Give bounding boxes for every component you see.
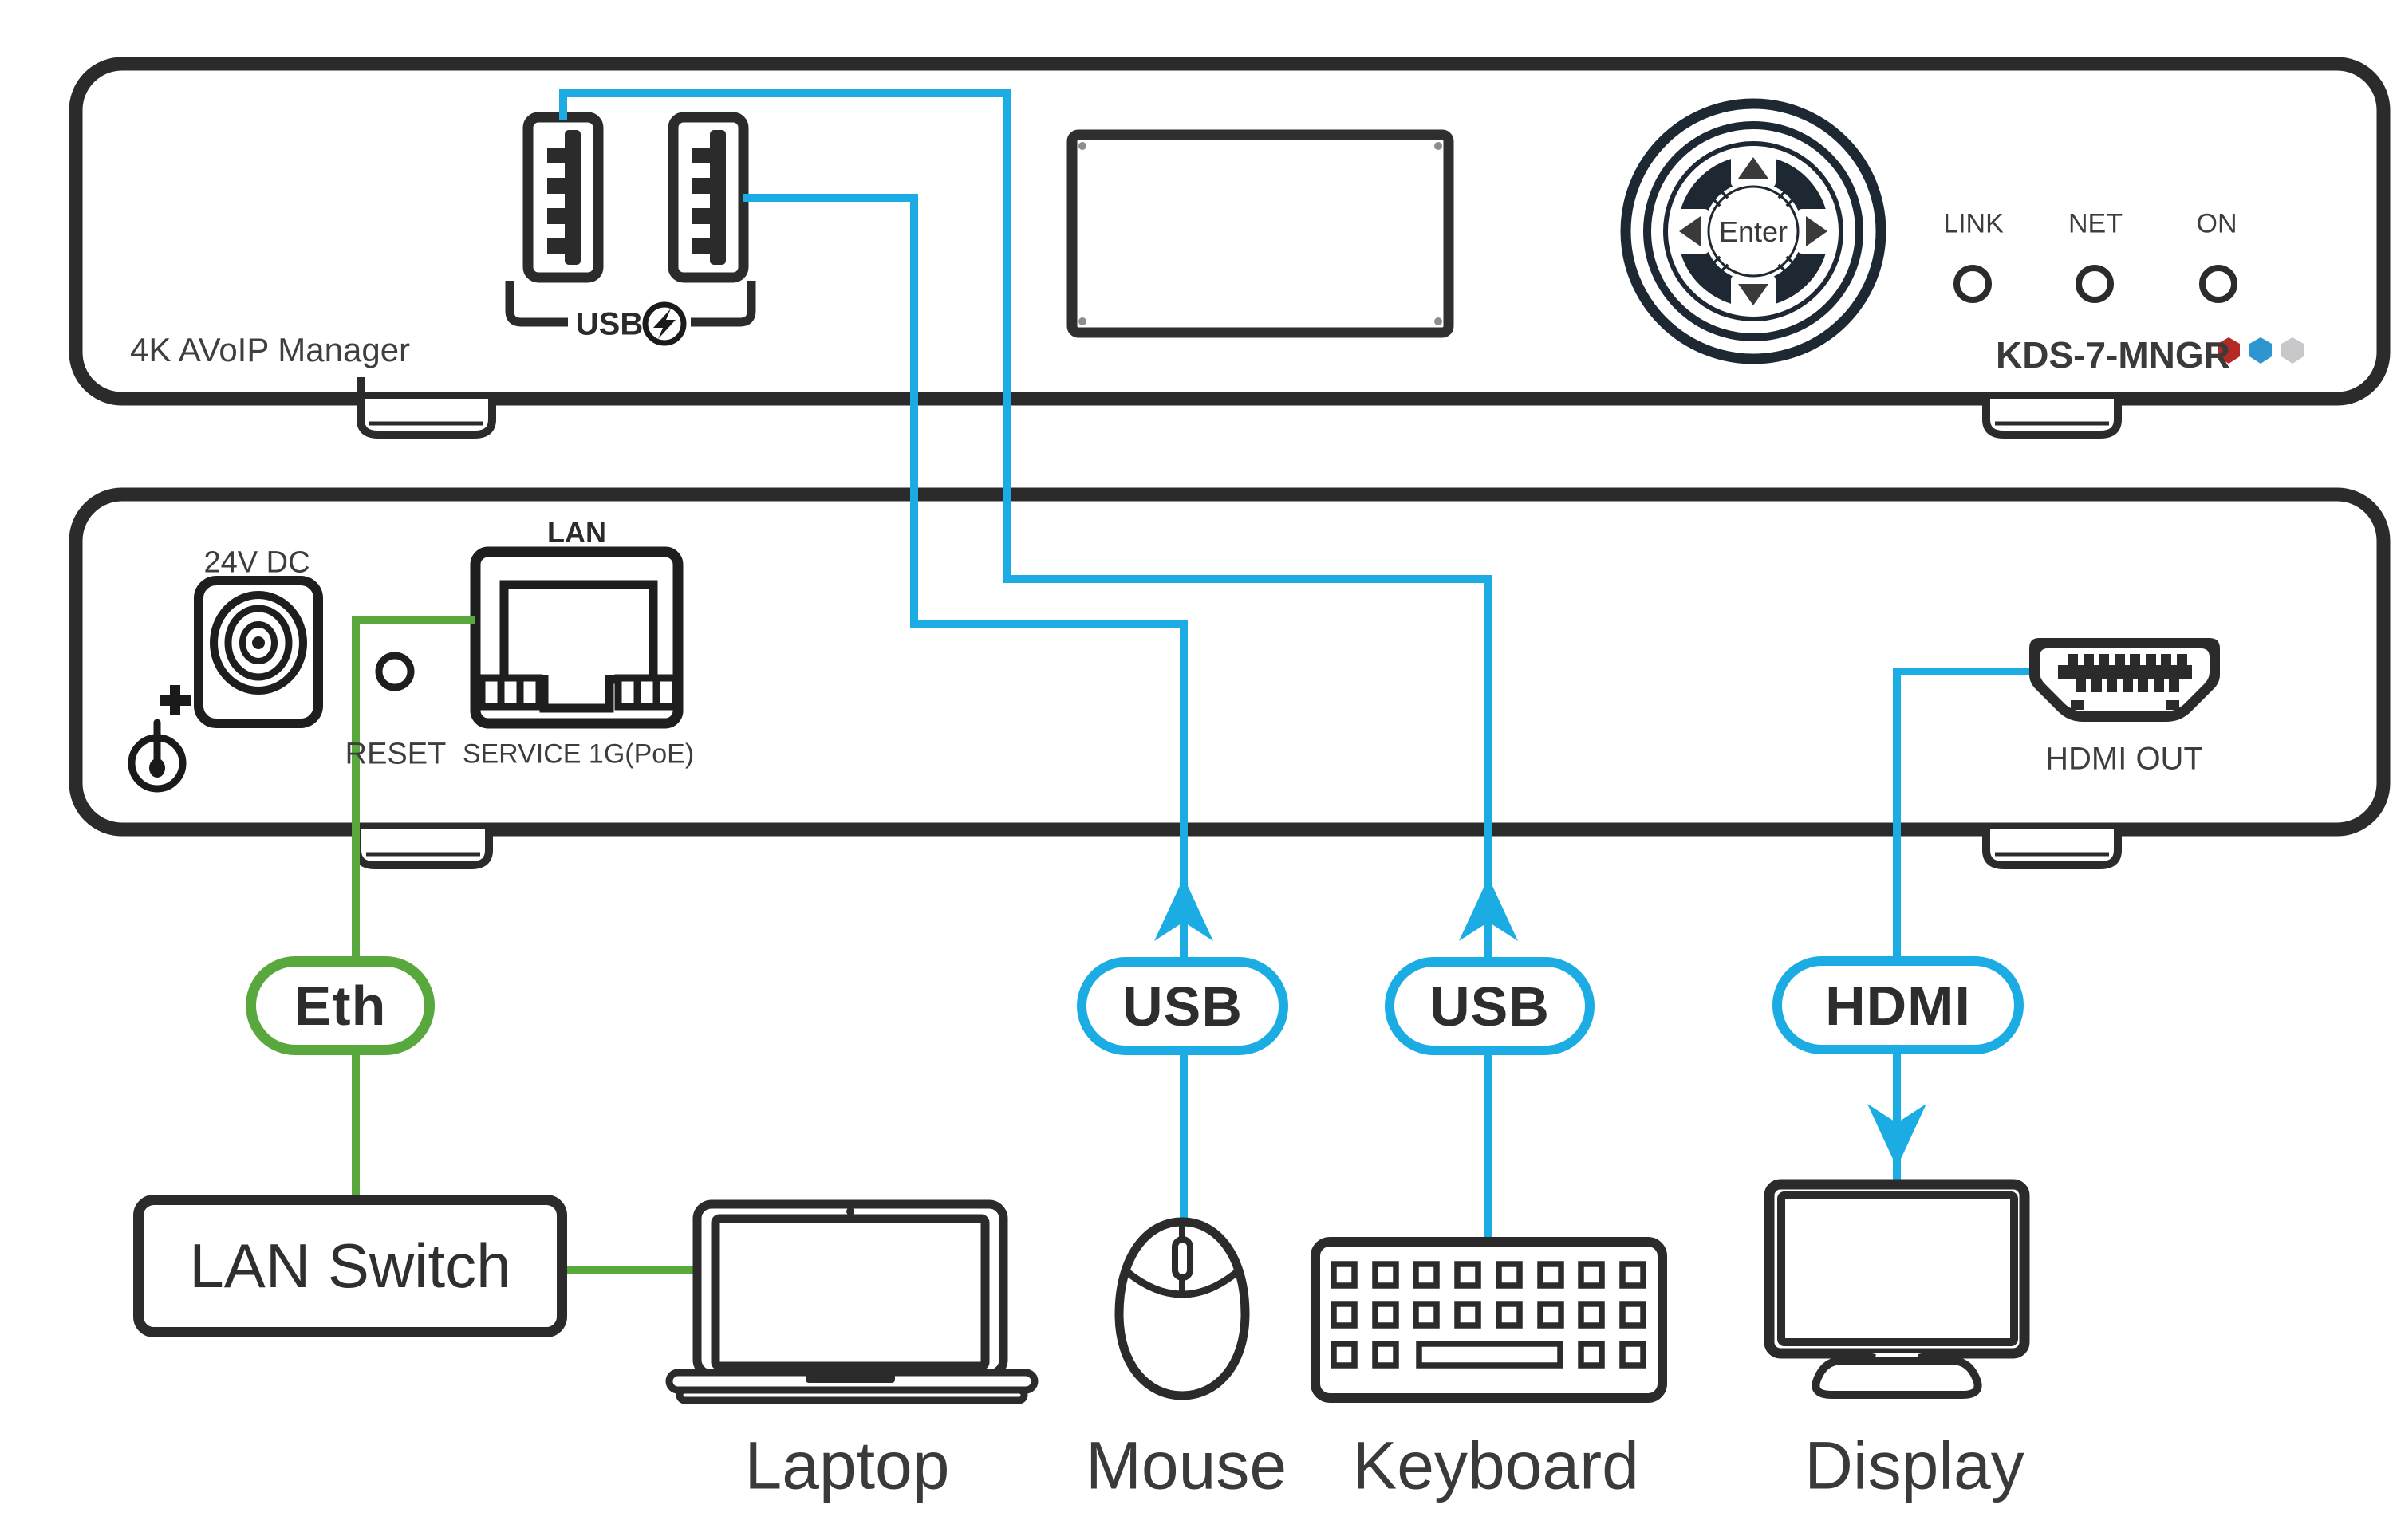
lan-switch-box: LAN Switch <box>133 1195 567 1337</box>
keyboard-caption: Keyboard <box>1352 1428 1639 1503</box>
front-panel-title: 4K AVoIP Manager <box>130 331 411 368</box>
hdmi-cable-label: HDMI <box>1825 974 1971 1037</box>
hdmi-arrow-down-icon <box>1867 1104 1926 1168</box>
usb-keyboard-arrow-up-icon <box>1459 877 1518 941</box>
usb-keyboard-cable-badge: USB <box>1385 957 1595 1055</box>
usb-group-label: USB <box>575 306 644 342</box>
nav-up-icon <box>1738 157 1768 179</box>
eth-cable-badge: Eth <box>246 956 435 1055</box>
led-indicators <box>1953 265 2237 303</box>
usb-mouse-cable <box>743 194 1188 1223</box>
dc-power-jack <box>194 576 323 728</box>
led-on-label: ON <box>2196 208 2237 239</box>
usb-power-lightning-icon <box>642 301 687 346</box>
dc-polarity-plus-icon <box>160 685 191 715</box>
service-port-label: SERVICE 1G(PoE) <box>462 738 695 770</box>
mouse-icon <box>1114 1217 1250 1400</box>
mouse-scroll-wheel <box>1172 1236 1193 1281</box>
model-badge-hexagons <box>2218 337 2304 364</box>
usb-keyboard-cable-label: USB <box>1429 975 1550 1038</box>
dc-polarity-icon <box>128 719 187 793</box>
display-monitor-icon <box>1764 1179 2030 1399</box>
chassis-feet <box>353 377 2122 869</box>
nav-down-icon <box>1738 284 1768 305</box>
hdmi-cable-badge: HDMI <box>1772 956 2024 1054</box>
led-link <box>1953 265 1992 303</box>
usb-port-1 <box>522 112 604 283</box>
led-link-label: LINK <box>1943 208 2004 239</box>
nav-pad <box>1620 98 1886 364</box>
usb-keyboard-cable <box>559 89 1492 1244</box>
laptop-icon <box>665 1199 1039 1404</box>
display-caption: Display <box>1804 1428 2024 1503</box>
keyboard-keys <box>1331 1261 1646 1369</box>
cable-arrowheads <box>1154 877 1926 1168</box>
keyboard-icon <box>1311 1237 1667 1403</box>
nav-pad-diagonal-spokes <box>1711 189 1796 274</box>
lcd-window <box>1066 129 1454 338</box>
mouse-caption: Mouse <box>1085 1428 1287 1503</box>
model-name: KDS-7-MNGR <box>1996 334 2230 376</box>
nav-left-icon <box>1679 216 1701 246</box>
lan-rj45-port <box>470 546 684 729</box>
lan-port-label: LAN <box>547 516 606 549</box>
usb-mouse-cable-label: USB <box>1122 975 1243 1038</box>
lan-switch-label: LAN Switch <box>189 1231 511 1301</box>
keyboard-spacebar <box>1416 1341 1563 1369</box>
enter-button-label: Enter <box>1718 215 1788 248</box>
usb-cable-lines <box>559 89 1492 1244</box>
badge-red-hexagon <box>2218 337 2240 364</box>
usb-port-2 <box>668 112 749 283</box>
reset-button <box>375 652 415 691</box>
usb-group-bracket <box>505 281 756 327</box>
hdmi-out-port <box>2029 638 2220 722</box>
nav-right-icon <box>1806 216 1827 246</box>
dc-label: 24V DC <box>203 545 310 580</box>
eth-cable-label: Eth <box>294 975 387 1037</box>
badge-gray-hexagon <box>2281 337 2304 364</box>
hdmi-out-label: HDMI OUT <box>2045 741 2203 777</box>
usb-mouse-cable-badge: USB <box>1077 957 1288 1055</box>
led-net <box>2076 265 2114 303</box>
led-net-label: NET <box>2068 208 2123 239</box>
usb-mouse-arrow-up-icon <box>1154 877 1213 941</box>
nav-arrow-icons <box>1679 157 1827 305</box>
badge-blue-hexagon <box>2249 337 2272 364</box>
laptop-caption: Laptop <box>744 1428 950 1503</box>
led-on <box>2199 265 2237 303</box>
reset-label: RESET <box>345 737 447 771</box>
